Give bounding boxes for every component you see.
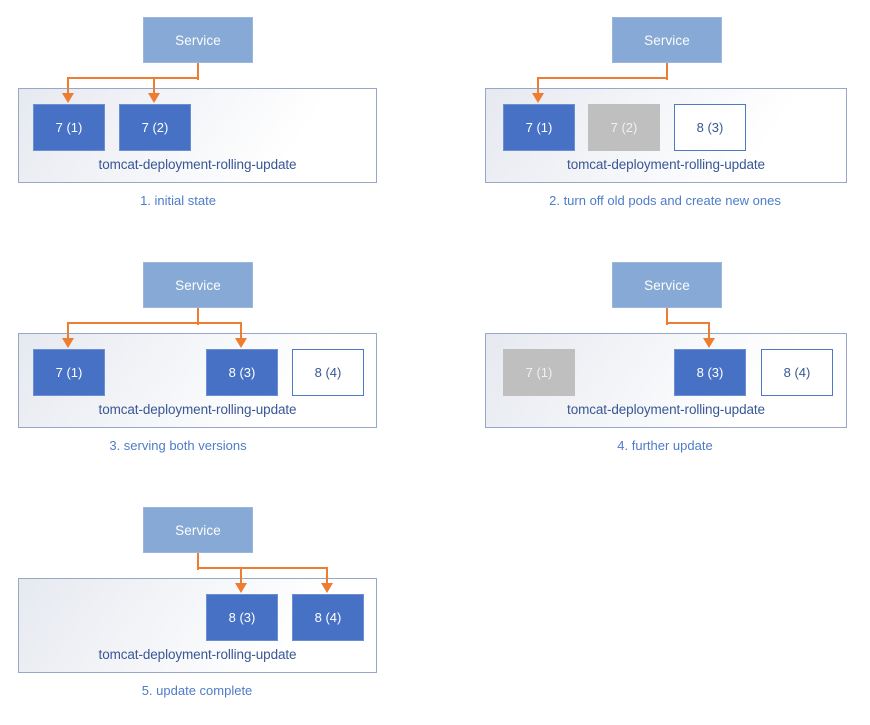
arrow-drop: [240, 568, 242, 584]
service-box: Service: [612, 262, 722, 308]
pod-stopped: 7 (1): [503, 349, 575, 396]
arrowhead-down-icon: [235, 583, 247, 593]
pod-active: 7 (1): [33, 104, 105, 151]
arrow-drop: [153, 78, 155, 94]
arrowhead-down-icon: [62, 93, 74, 103]
service-box: Service: [143, 507, 253, 553]
pod-active: 7 (1): [503, 104, 575, 151]
arrowhead-down-icon: [62, 338, 74, 348]
stage-caption: 1. initial state: [140, 193, 216, 208]
pod-active: 7 (1): [33, 349, 105, 396]
service-label: Service: [644, 277, 690, 293]
deployment-box: tomcat-deployment-rolling-update 7 (1) 8 …: [18, 333, 377, 428]
pod-label: 8 (3): [228, 365, 256, 380]
stage-panel: Service tomcat-deployment-rolling-update…: [0, 245, 435, 480]
pod-label: 8 (3): [696, 365, 724, 380]
arrow-drop: [67, 323, 69, 339]
arrowhead-down-icon: [148, 93, 160, 103]
pod-new: 8 (3): [674, 104, 746, 151]
pod-label: 7 (2): [141, 120, 169, 135]
arrow-stem: [197, 553, 199, 570]
deployment-box: tomcat-deployment-rolling-update 7 (1) 8 …: [485, 333, 847, 428]
pod-stopped: 7 (2): [588, 104, 660, 151]
deployment-box: tomcat-deployment-rolling-update 7 (1) 7 …: [485, 88, 847, 183]
deployment-box: tomcat-deployment-rolling-update 8 (3) 8 …: [18, 578, 377, 673]
deployment-label: tomcat-deployment-rolling-update: [98, 402, 297, 417]
deployment-label: tomcat-deployment-rolling-update: [567, 402, 765, 417]
pod-label: 8 (3): [696, 120, 724, 135]
pod-label: 7 (2): [610, 120, 638, 135]
deployment-label: tomcat-deployment-rolling-update: [98, 157, 297, 172]
service-box: Service: [143, 262, 253, 308]
arrow-stem: [197, 63, 199, 80]
pod-new: 8 (4): [292, 349, 364, 396]
pod-active: 8 (3): [206, 349, 278, 396]
deployment-label: tomcat-deployment-rolling-update: [567, 157, 765, 172]
arrowhead-down-icon: [703, 338, 715, 348]
arrowhead-down-icon: [532, 93, 544, 103]
arrow-rail: [67, 77, 199, 79]
pod-label: 8 (3): [228, 610, 256, 625]
stage-caption: 3. serving both versions: [109, 438, 247, 453]
stage-panel: Service tomcat-deployment-rolling-update…: [0, 0, 435, 235]
arrow-rail: [197, 567, 328, 569]
arrow-drop: [67, 78, 69, 94]
arrow-rail: [537, 77, 668, 79]
service-box: Service: [143, 17, 253, 63]
pod-active: 8 (4): [292, 594, 364, 641]
arrow-drop: [708, 323, 710, 339]
stage-panel: Service tomcat-deployment-rolling-update…: [0, 490, 435, 725]
arrow-drop: [326, 568, 328, 584]
service-label: Service: [175, 522, 221, 538]
deployment-box: tomcat-deployment-rolling-update 7 (1) 7 …: [18, 88, 377, 183]
arrow-rail: [67, 322, 242, 324]
pod-label: 8 (4): [314, 610, 342, 625]
pod-active: 7 (2): [119, 104, 191, 151]
pod-label: 7 (1): [525, 120, 553, 135]
pod-label: 7 (1): [55, 365, 83, 380]
service-label: Service: [644, 32, 690, 48]
pod-label: 7 (1): [525, 365, 553, 380]
service-label: Service: [175, 32, 221, 48]
stage-caption: 2. turn off old pods and create new ones: [549, 193, 781, 208]
stage-panel: Service tomcat-deployment-rolling-update…: [435, 0, 870, 235]
service-label: Service: [175, 277, 221, 293]
pod-label: 8 (4): [783, 365, 811, 380]
stage-caption: 5. update complete: [141, 683, 253, 698]
arrow-drop: [537, 78, 539, 94]
pod-active: 8 (3): [674, 349, 746, 396]
arrow-stem: [666, 308, 668, 325]
arrowhead-down-icon: [321, 583, 333, 593]
arrow-rail: [666, 322, 710, 324]
pod-label: 8 (4): [314, 365, 342, 380]
arrow-stem: [666, 63, 668, 80]
pod-active: 8 (3): [206, 594, 278, 641]
service-box: Service: [612, 17, 722, 63]
pod-new: 8 (4): [761, 349, 833, 396]
stage-panel: Service tomcat-deployment-rolling-update…: [435, 245, 870, 480]
deployment-label: tomcat-deployment-rolling-update: [98, 647, 297, 662]
arrow-drop: [240, 323, 242, 339]
arrowhead-down-icon: [235, 338, 247, 348]
pod-label: 7 (1): [55, 120, 83, 135]
stage-caption: 4. further update: [617, 438, 713, 453]
arrow-stem: [197, 308, 199, 325]
